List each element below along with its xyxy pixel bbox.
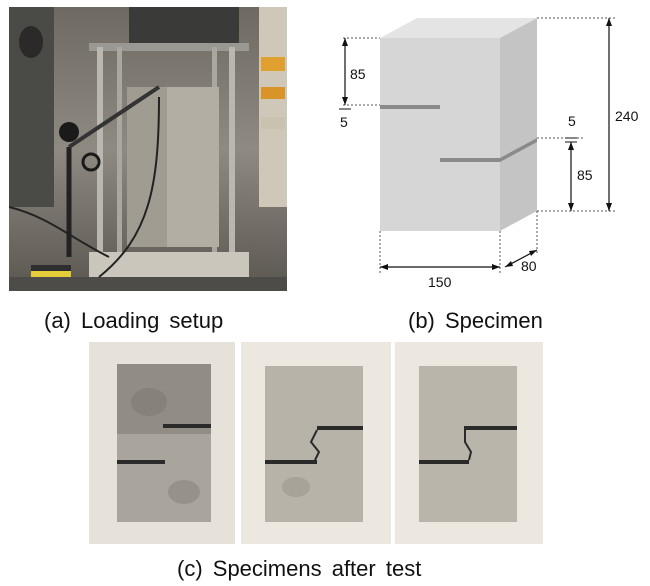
caption-specimen: (b) Specimen (408, 308, 543, 333)
dim-bottom-notch-label: 85 (577, 167, 593, 183)
block-side-face (500, 18, 537, 231)
caption-specimens-after-test: (c) Specimens after test (177, 556, 422, 581)
dim-height-label: 240 (615, 108, 639, 124)
bottom-notch (440, 138, 537, 162)
block-top-face (380, 18, 537, 38)
dim-top-notch-label: 85 (350, 66, 366, 82)
caption-loading-setup: (a) Loading setup (44, 308, 224, 333)
top-notch (380, 105, 440, 109)
dim-bottom-notch-width-label: 5 (568, 113, 576, 129)
dim-width-label: 150 (428, 274, 452, 290)
dim-top-notch-width-label: 5 (340, 114, 348, 130)
loading-setup-photo (9, 7, 287, 291)
tested-specimen-photo-1 (89, 342, 235, 544)
specimen-drawing: 85 5 240 5 85 150 80 (325, 5, 645, 297)
block-front-face (380, 38, 500, 231)
tested-specimen-photo-3 (395, 342, 543, 544)
dim-depth-label: 80 (521, 258, 537, 274)
tested-specimen-photo-2 (241, 342, 391, 544)
